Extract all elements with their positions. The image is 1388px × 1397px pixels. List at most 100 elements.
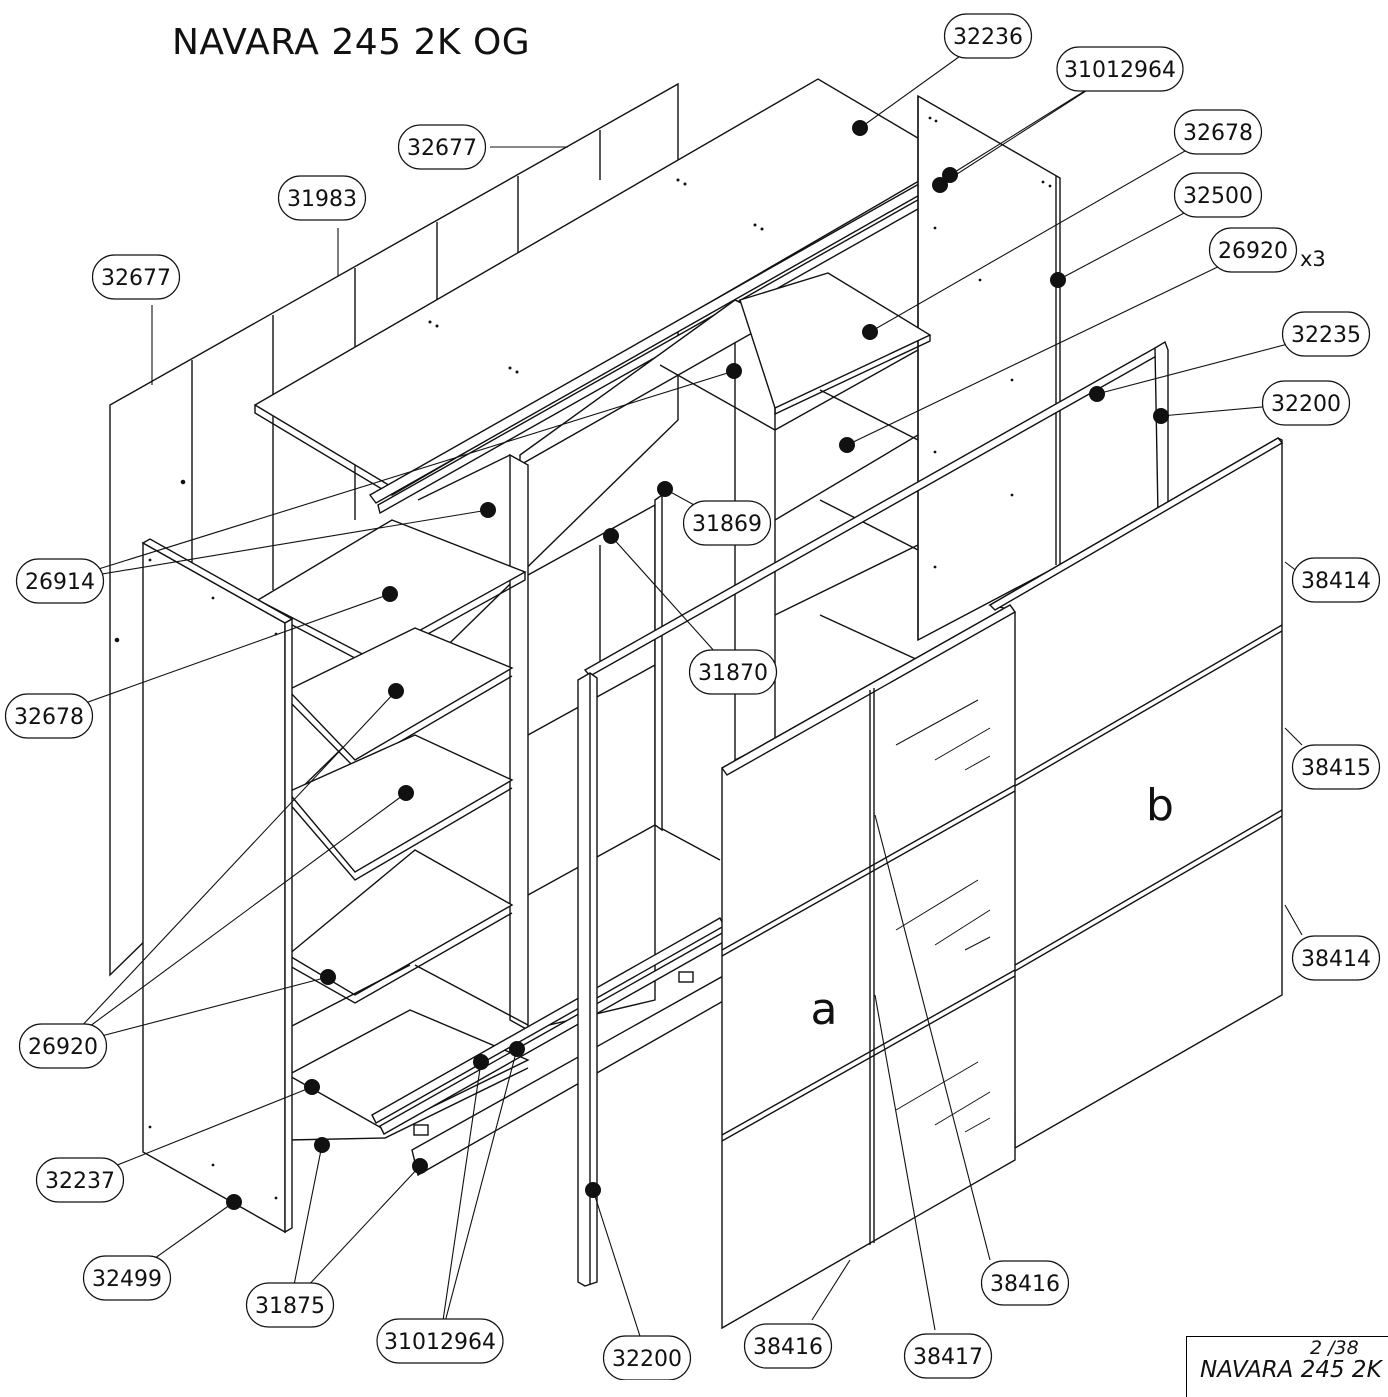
callout-bubble: [277, 175, 367, 221]
callout-bubble: [1173, 109, 1263, 155]
leader-line: [874, 814, 991, 1261]
leader-line: [62, 976, 329, 1047]
part-number: 32677: [407, 136, 477, 161]
leader-line: [79, 1086, 313, 1181]
callout-bubble: [1208, 227, 1298, 273]
callout-bubble: [82, 1255, 172, 1301]
part-number: 31983: [287, 187, 357, 212]
part-number: 32236: [953, 25, 1023, 50]
part-callout: 32678: [1173, 109, 1263, 155]
part-callout: 32677: [397, 124, 487, 170]
part-callout: 38417: [903, 1333, 993, 1379]
leader-line: [874, 994, 936, 1331]
part-number: 32200: [1271, 392, 1341, 417]
callout-bubble: [397, 124, 487, 170]
callout-bubble: [376, 1318, 504, 1364]
part-callout: 38414: [1291, 935, 1381, 981]
callout-bubble: [245, 1282, 335, 1328]
leader-line: [439, 1048, 518, 1342]
part-number: 32499: [92, 1267, 162, 1292]
part-callout: 32678: [4, 693, 94, 739]
part-number: 31012964: [384, 1330, 496, 1355]
part-number: 38415: [1301, 756, 1371, 781]
callout-bubble: [903, 1333, 993, 1379]
part-callout: 32200: [1261, 380, 1351, 426]
leader-line: [59, 509, 489, 582]
leader-line: [592, 1189, 648, 1359]
part-number: 32237: [45, 1169, 115, 1194]
part-callout: 32499: [82, 1255, 172, 1301]
part-number: 38416: [753, 1335, 823, 1360]
leader-line: [48, 593, 391, 717]
part-callout: 38416: [743, 1323, 833, 1369]
part-callout: 31983: [277, 175, 367, 221]
part-number: 38414: [1301, 947, 1371, 972]
part-number: 38416: [990, 1272, 1060, 1297]
part-callout: 32500: [1173, 172, 1263, 218]
part-number: 32200: [612, 1347, 682, 1372]
title-block-name: NAVARA 245 2K: [1200, 1357, 1382, 1383]
part-callout: 38415: [1291, 744, 1381, 790]
door-label-a: a: [811, 984, 838, 1035]
bottom-rails: [371, 917, 728, 1177]
part-number: 31875: [255, 1294, 325, 1319]
callout-bubble: [682, 500, 772, 546]
part-callout: 31875: [245, 1282, 335, 1328]
part-callout: 31012964: [1056, 46, 1184, 92]
part-number: 26920: [1218, 239, 1288, 264]
leader-line: [1284, 727, 1303, 746]
callout-bubble: [1173, 172, 1263, 218]
callout-bubble: [1056, 46, 1184, 92]
callout-bubble: [1281, 311, 1371, 357]
part-callout: 38414: [1291, 557, 1381, 603]
leader-line: [846, 249, 1254, 446]
leader-line: [1284, 904, 1303, 936]
leader-line: [811, 1259, 851, 1321]
leader-line: [439, 1061, 482, 1342]
part-number: 31012964: [1064, 58, 1176, 83]
part-number: 31869: [692, 512, 762, 537]
part-number: 38417: [913, 1345, 983, 1370]
leader-line: [869, 131, 1219, 333]
part-number: 32500: [1183, 184, 1253, 209]
page-number: 2 /38: [1310, 1337, 1359, 1359]
leader-line: [610, 535, 734, 673]
title-block: [1186, 1336, 1388, 1397]
left-shelves: [256, 519, 530, 1141]
part-callout: 31012964: [376, 1318, 504, 1364]
leader-line: [289, 1165, 421, 1306]
part-number: 38414: [1301, 569, 1371, 594]
part-callout: 32200: [602, 1335, 692, 1381]
door-label-b: b: [1146, 780, 1174, 831]
callout-bubble: [980, 1260, 1070, 1306]
part-callout: 32237: [35, 1157, 125, 1203]
leader-line: [62, 690, 397, 1047]
left-side-panel: [141, 538, 294, 1234]
part-callout: 31869: [682, 500, 772, 546]
callout-bubble: [15, 558, 105, 604]
part-number: 32678: [14, 705, 84, 730]
callout-bubble: [1261, 380, 1351, 426]
part-callout: 32677: [91, 254, 181, 300]
callout-bubble: [1291, 935, 1381, 981]
part-number: 26914: [25, 570, 95, 595]
part-callout: 32236: [943, 13, 1033, 59]
callout-bubble: [943, 13, 1033, 59]
door-a: [720, 604, 1017, 1330]
callout-bubble: [18, 1023, 108, 1069]
leader-line: [59, 370, 735, 582]
callout-bubble: [4, 693, 94, 739]
callout-bubble: [743, 1323, 833, 1369]
callout-bubble: [91, 254, 181, 300]
callout-bubble: [1291, 744, 1381, 790]
part-number: 32677: [101, 266, 171, 291]
part-number: 32235: [1291, 323, 1361, 348]
part-number: 26920: [28, 1035, 98, 1060]
part-callout: 26920: [1208, 227, 1298, 273]
leader-line: [62, 792, 407, 1047]
callout-bubble: [1291, 557, 1381, 603]
callout-bubble: [35, 1157, 125, 1203]
part-callout: 32235: [1281, 311, 1371, 357]
